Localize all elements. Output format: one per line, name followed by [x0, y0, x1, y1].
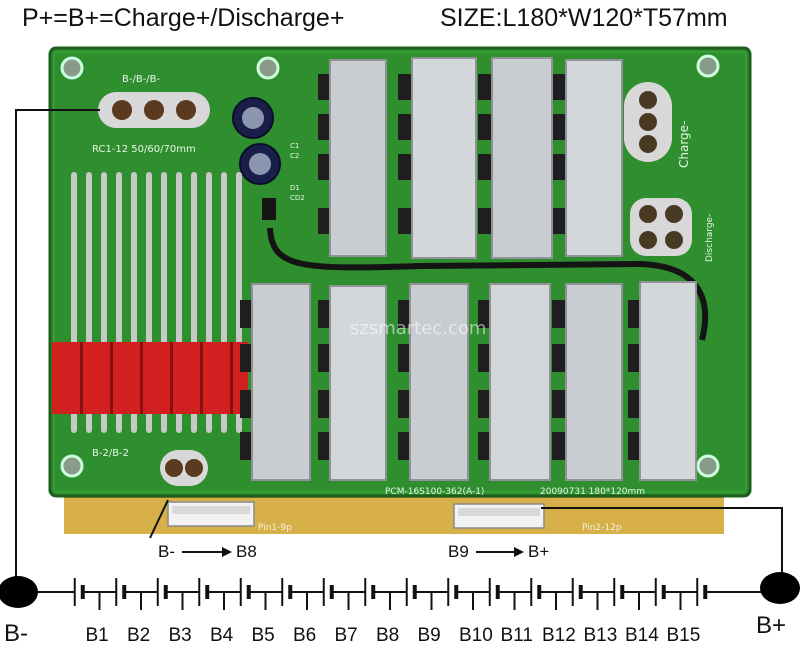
resistor-band [52, 342, 248, 414]
range-arrows [182, 547, 524, 557]
silk-charge: Charge- [677, 121, 691, 168]
cell-label: B10 [459, 625, 493, 646]
silk-d1: D1 [290, 184, 300, 192]
cell-label: B14 [625, 625, 659, 646]
terminal-pos-label: B+ [756, 612, 787, 639]
range2-end: B+ [528, 542, 550, 561]
bminus-pad-group [98, 92, 210, 128]
cell-label: B8 [376, 625, 400, 646]
discharge-pad-group [630, 198, 692, 256]
watermark: szsmartec.com [350, 318, 486, 339]
pcb-edge [53, 51, 747, 493]
black-wire [267, 227, 709, 341]
connector-pin2 [453, 503, 545, 529]
terminal-pos-dot [760, 572, 800, 604]
cell-label: B2 [127, 625, 151, 646]
silk-pin1: Pin1-9p [258, 523, 292, 533]
leader-lines [15, 109, 783, 588]
header-formula: P+=B+=Charge+/Discharge+ [22, 4, 345, 32]
b2-pad-group [160, 450, 208, 486]
cell-label: B12 [542, 625, 576, 646]
silk-part: PCM-16S100-362(A-1) [385, 487, 484, 497]
silk-date: 20090731 180*120mm [540, 487, 645, 497]
cell-label: B3 [168, 625, 192, 646]
mounting-holes [60, 54, 720, 478]
silk-bminus: B-/B-/B- [122, 74, 161, 85]
connector-pin1 [167, 501, 255, 527]
range1-end: B8 [236, 542, 257, 561]
diode-component [262, 198, 276, 220]
terminal-neg-label: B- [4, 620, 28, 647]
range1-start: B- [158, 542, 175, 561]
capacitor-1 [232, 97, 274, 139]
cell-label: B7 [334, 625, 358, 646]
cell-label: B9 [417, 625, 441, 646]
silk-c2: C2 [290, 152, 299, 160]
heatsink-row-top [318, 57, 623, 259]
flex-strip [64, 492, 724, 534]
terminal-neg-dot [0, 576, 38, 608]
silk-pin2: Pin2-12p [582, 523, 622, 533]
cell-label: B5 [251, 625, 275, 646]
silk-c1: C1 [290, 142, 299, 150]
cell-label: B6 [293, 625, 317, 646]
cell-label: B15 [666, 625, 701, 646]
resistor-band-gaps [80, 342, 233, 414]
battery-cells [58, 578, 722, 610]
capacitor-2 [239, 143, 281, 185]
header-size: SIZE:L180*W120*T57mm [440, 4, 728, 32]
heatsink-row-bottom [240, 281, 697, 481]
mosfet-tabs-bottom [240, 300, 642, 460]
silk-b2: B-2/B-2 [92, 448, 129, 459]
charge-pad-group [624, 82, 672, 162]
silk-rc: RC1-12 50/60/70mm [92, 144, 196, 155]
range2-start: B9 [448, 542, 469, 561]
cell-label: B1 [85, 625, 109, 646]
mosfet-tabs-top [318, 74, 566, 234]
cell-label: B11 [500, 625, 533, 646]
silk-cd2: CD2 [290, 194, 305, 202]
silk-discharge: Discharge- [705, 214, 715, 262]
cell-label: B4 [210, 625, 234, 646]
cell-label: B13 [583, 625, 618, 646]
